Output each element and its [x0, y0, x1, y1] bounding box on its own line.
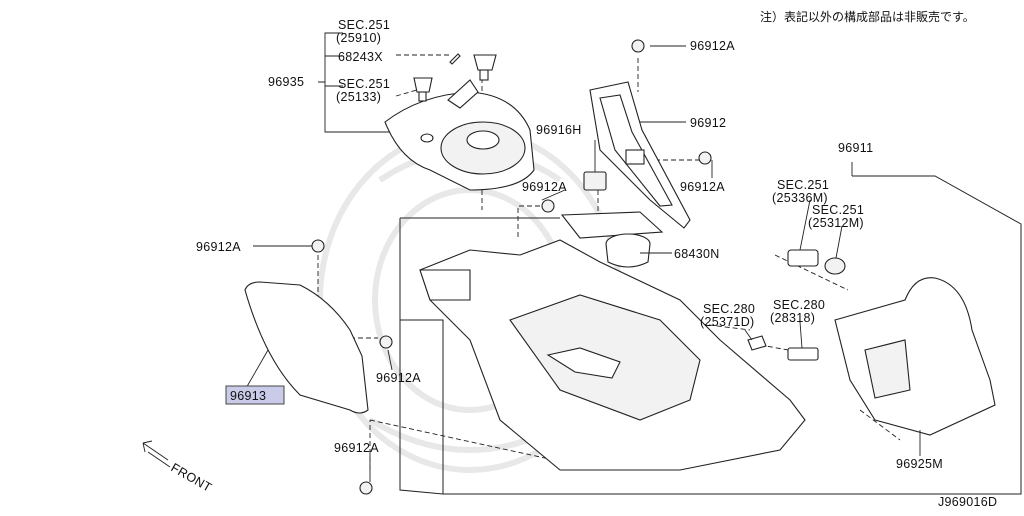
bracket-96935	[318, 32, 395, 133]
label-96916h: 96916H	[536, 123, 582, 137]
label-25312m: (25312M)	[808, 216, 864, 230]
label-96912a-bottom: 96912A	[334, 441, 379, 455]
label-96912a-top: 96912A	[690, 39, 735, 53]
clip-25910	[473, 54, 497, 81]
label-28318: (28318)	[770, 311, 815, 325]
label-68243x: 68243X	[338, 50, 383, 64]
label-96912a-lower: 96912A	[376, 371, 421, 385]
label-96935: 96935	[268, 75, 304, 89]
part-25371d	[747, 335, 767, 351]
clip-68243x	[449, 53, 461, 65]
clip-25133	[413, 77, 433, 102]
label-sec251-25133: SEC.251	[338, 77, 390, 91]
group-frame-96911	[399, 175, 1022, 495]
label-68430n: 68430N	[674, 247, 720, 261]
socket-25336m	[787, 249, 819, 267]
label-25910: (25910)	[336, 31, 381, 45]
label-sec251-25336m: SEC.251	[777, 178, 829, 192]
front-label: FRONT	[169, 460, 215, 494]
label-96912: 96912	[690, 116, 726, 130]
diagram-id: J969016D	[938, 495, 997, 509]
label-25371d: (25371D)	[700, 315, 755, 329]
lighter-25312m	[824, 257, 846, 275]
label-25336m: (25336M)	[772, 191, 828, 205]
shift-surround-96935	[384, 79, 535, 191]
part-28318	[787, 347, 819, 361]
label-sec280-28318: SEC.280	[773, 298, 825, 312]
label-96925m: 96925M	[896, 457, 943, 471]
note-text: 注）表記以外の構成部品は非販売です。	[760, 9, 975, 24]
leader-lines	[244, 45, 921, 482]
side-finisher-96912	[589, 81, 691, 229]
part-96916h	[583, 171, 607, 191]
label-96912a-mid: 96912A	[522, 180, 567, 194]
bracket-96925m	[834, 277, 996, 436]
label-96912a-right: 96912A	[680, 180, 725, 194]
front-arrow-icon	[142, 440, 171, 468]
label-sec280-25371d: SEC.280	[703, 302, 755, 316]
label-96913: 96913	[230, 389, 266, 403]
side-panel-96913	[244, 281, 369, 414]
label-sec251-25910: SEC.251	[338, 18, 390, 32]
highlight-96913	[225, 385, 285, 405]
label-96911: 96911	[838, 141, 873, 155]
cupholder-68430n	[560, 211, 664, 268]
label-96912a-left: 96912A	[196, 240, 241, 254]
console-body-96911	[419, 239, 806, 471]
label-25133: (25133)	[336, 90, 381, 104]
label-sec251-25312m: SEC.251	[812, 203, 864, 217]
screw-icons	[311, 39, 712, 495]
